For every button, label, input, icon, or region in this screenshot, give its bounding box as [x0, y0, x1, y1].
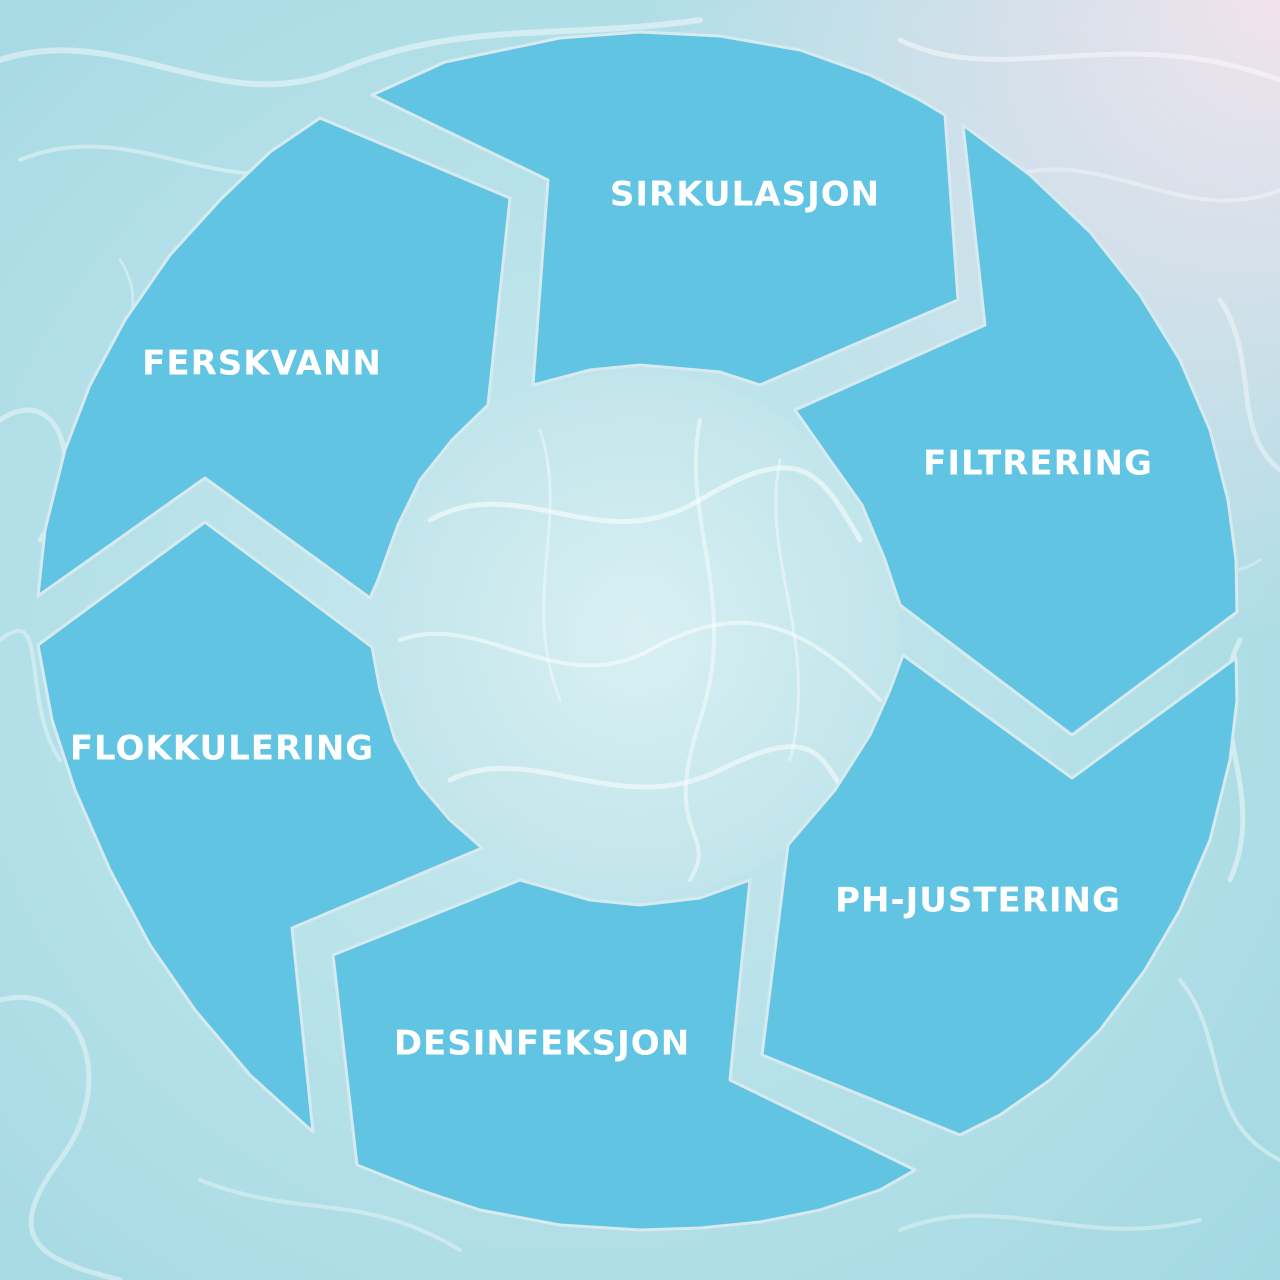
segment-ferskvann [36, 116, 512, 600]
segment-filtrering [793, 123, 1239, 737]
segment-desinfeksjon [331, 878, 917, 1232]
cycle-labels: SIRKULASJON FILTRERING PH-JUSTERING DESINFE… [70, 175, 1153, 1064]
label-ph-justering: PH-JUSTERING [835, 881, 1121, 921]
segment-ph-justering [760, 653, 1239, 1137]
center-caustics [398, 418, 882, 882]
label-sirkulasjon: SIRKULASJON [610, 175, 880, 215]
cycle-segments [36, 30, 1239, 1232]
segment-flokkulering [36, 520, 484, 1134]
label-flokkulering: FLOKKULERING [70, 729, 374, 769]
segment-sirkulasjon [370, 30, 960, 387]
label-desinfeksjon: DESINFEKSJON [394, 1024, 690, 1064]
label-filtrering: FILTRERING [923, 444, 1153, 484]
label-ferskvann: FERSKVANN [142, 344, 382, 384]
water-caustics [0, 17, 1280, 1280]
